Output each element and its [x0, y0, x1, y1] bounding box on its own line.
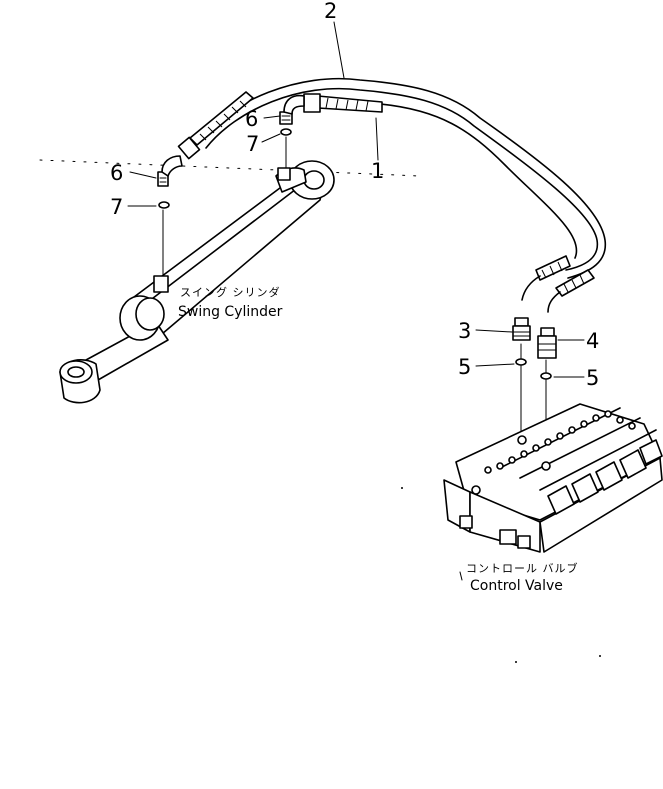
adapter-3 [512, 317, 531, 341]
o-ring-7-left [158, 201, 170, 209]
callout-2: 2 [324, 0, 337, 23]
callout-4: 4 [586, 329, 599, 353]
o-ring-5-right [540, 372, 552, 380]
hose-1 [303, 93, 578, 259]
callout-6-left: 6 [110, 161, 123, 185]
callout-5-left: 5 [458, 355, 471, 379]
control-valve-label: Control Valve [470, 578, 563, 594]
elbow-fitting-6-left [157, 155, 183, 187]
background-dash-line [39, 159, 421, 177]
valve-bolts [471, 410, 636, 495]
callout-6-right: 6 [245, 107, 258, 131]
adapter-4 [537, 327, 557, 359]
speck [599, 655, 601, 657]
control-valve [443, 403, 663, 553]
swing-cylinder [59, 160, 335, 404]
o-ring-7-right [280, 128, 292, 136]
speck [401, 487, 403, 489]
swing-cylinder-label: Swing Cylinder [178, 304, 283, 320]
control-valve-label-jp: コントロール バルブ [466, 561, 579, 575]
elbow-fitting-6-right [279, 94, 305, 125]
callout-1: 1 [371, 159, 384, 183]
callout-7-right: 7 [246, 132, 259, 156]
o-ring-5-left [515, 358, 527, 366]
leader-lines [127, 21, 585, 581]
hose-lower-ends [521, 255, 595, 313]
alignment-lines [162, 136, 547, 463]
speck [515, 661, 517, 663]
hose-2 [177, 77, 607, 279]
valve-spool-ends [547, 439, 663, 515]
swing-cylinder-label-jp: スイング シリンダ [180, 285, 281, 299]
callout-3: 3 [458, 319, 471, 343]
callout-5-right: 5 [586, 366, 599, 390]
callout-7-left: 7 [110, 195, 123, 219]
